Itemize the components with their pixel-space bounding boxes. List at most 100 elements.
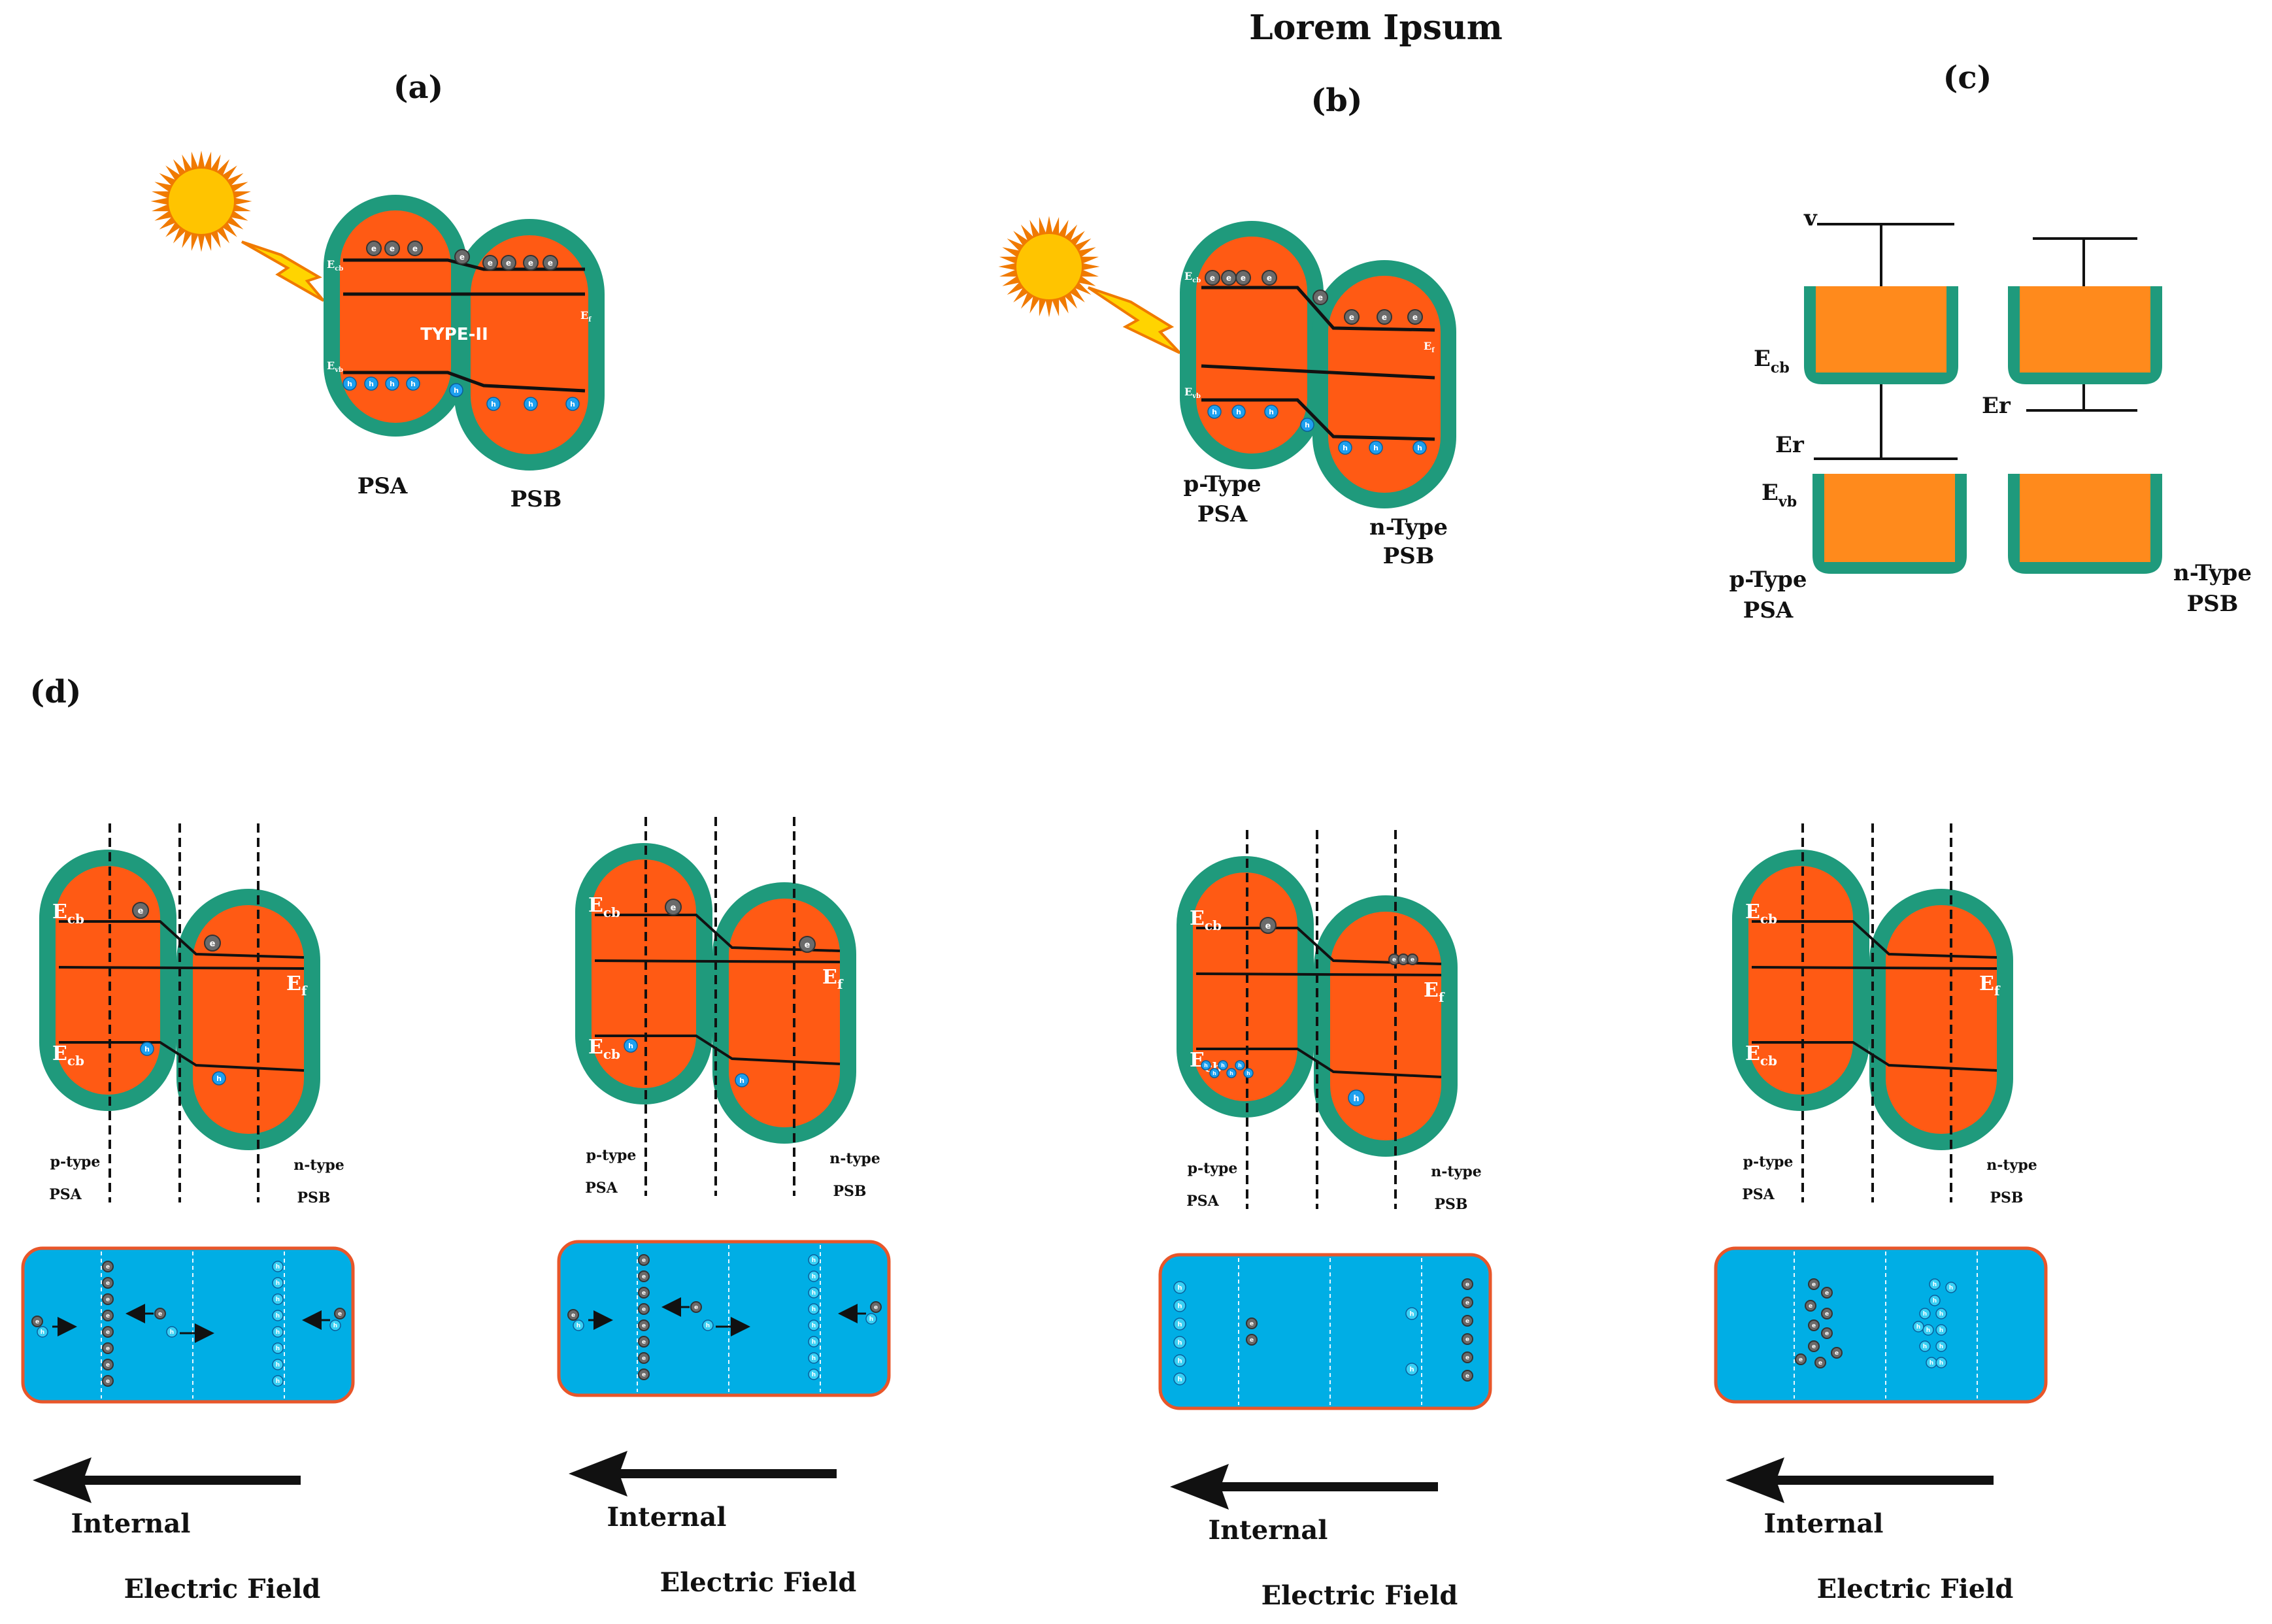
electron-dot: e xyxy=(543,255,558,271)
hole-dot: h xyxy=(808,1254,820,1266)
hole-dot: h xyxy=(1929,1278,1941,1290)
electron-dot: e xyxy=(638,1287,650,1299)
electron-dot: e xyxy=(102,1359,114,1370)
svg-text:h: h xyxy=(216,1074,222,1083)
ecb-label: Ecb xyxy=(1184,270,1201,284)
hole-dot: h xyxy=(272,1375,284,1387)
svg-text:h: h xyxy=(1238,1063,1242,1069)
hole-dot: h xyxy=(1935,1357,1947,1368)
svg-text:e: e xyxy=(1412,312,1418,322)
electron-dot: e xyxy=(102,1310,114,1321)
fermi-level-line xyxy=(58,966,305,970)
psa-label: PSA xyxy=(1742,1186,1775,1203)
svg-text:h: h xyxy=(1923,1311,1927,1317)
svg-text:e: e xyxy=(158,1311,162,1317)
fermi-level-line xyxy=(1751,966,1997,970)
svg-text:h: h xyxy=(1939,1360,1943,1367)
svg-text:e: e xyxy=(1349,312,1354,322)
svg-text:h: h xyxy=(628,1042,633,1050)
hole-dot: h xyxy=(1173,1281,1186,1294)
svg-text:e: e xyxy=(1825,1311,1829,1317)
psb-core xyxy=(1330,912,1441,1140)
electron-dot: e xyxy=(638,1303,650,1315)
svg-text:e: e xyxy=(642,1372,646,1378)
left-arrow-icon xyxy=(569,1451,837,1497)
hole-dot: h xyxy=(406,376,420,391)
svg-text:h: h xyxy=(706,1323,710,1329)
svg-text:e: e xyxy=(642,1323,646,1329)
left-arrow-icon xyxy=(1170,1464,1438,1510)
p-type-label: p-type xyxy=(50,1153,101,1170)
electron-dot: e xyxy=(638,1352,650,1364)
n-type-label: n-type xyxy=(1986,1157,2037,1174)
electron-dot: e xyxy=(1808,1340,1820,1352)
hole-dot: h xyxy=(329,1319,341,1331)
electron-dot: e xyxy=(102,1261,114,1272)
electron-dot: e xyxy=(1805,1300,1816,1312)
hole-dot: h xyxy=(1173,1317,1186,1331)
electron-dot: e xyxy=(1312,290,1328,305)
hole-dot: h xyxy=(808,1336,820,1348)
svg-text:e: e xyxy=(1210,273,1215,282)
svg-text:h: h xyxy=(276,1378,280,1385)
svg-text:e: e xyxy=(106,1346,110,1352)
electron-dot: e xyxy=(1831,1347,1843,1359)
svg-text:h: h xyxy=(276,1313,280,1319)
ecb-label: Ecb xyxy=(52,901,84,927)
svg-text:h: h xyxy=(1212,1070,1216,1076)
svg-text:e: e xyxy=(106,1329,110,1336)
hole-dot: h xyxy=(272,1261,284,1272)
svg-text:e: e xyxy=(412,244,418,253)
electron-dot: e xyxy=(1246,1317,1258,1329)
svg-text:h: h xyxy=(739,1076,744,1085)
n-type-label: n-type xyxy=(1431,1163,1481,1180)
sun-icon xyxy=(150,150,252,252)
hole-dot: h xyxy=(1369,440,1383,455)
n-type-label: n-type xyxy=(829,1150,880,1167)
electron-dot: e xyxy=(799,936,816,953)
svg-text:e: e xyxy=(106,1378,110,1385)
hole-dot: h xyxy=(808,1352,820,1364)
svg-text:h: h xyxy=(1933,1298,1937,1304)
svg-text:e: e xyxy=(1812,1323,1816,1329)
svg-text:e: e xyxy=(106,1313,110,1319)
svg-text:h: h xyxy=(1204,1063,1208,1069)
svg-text:h: h xyxy=(410,380,416,388)
hole-dot: h xyxy=(1264,405,1278,419)
svg-text:h: h xyxy=(1177,1376,1182,1384)
electron-dot: e xyxy=(366,240,382,256)
valence-band-line xyxy=(1196,1048,1442,1078)
psb-core xyxy=(1886,905,1997,1134)
svg-text:h: h xyxy=(869,1316,873,1323)
valence-band-line xyxy=(343,371,586,393)
svg-text:e: e xyxy=(571,1312,575,1319)
hole-dot: h xyxy=(808,1319,820,1331)
hole-dot: h xyxy=(272,1359,284,1370)
hole-dot: h xyxy=(735,1073,749,1087)
electron-dot: e xyxy=(1462,1315,1473,1327)
p-type-label: p-Type xyxy=(1184,471,1261,497)
svg-text:e: e xyxy=(338,1311,342,1317)
svg-text:h: h xyxy=(812,1372,816,1378)
svg-text:h: h xyxy=(454,386,459,395)
svg-text:h: h xyxy=(1177,1285,1182,1292)
svg-text:e: e xyxy=(1267,273,1272,282)
hole-dot: h xyxy=(272,1310,284,1321)
hole-dot: h xyxy=(808,1287,820,1299)
electron-dot: e xyxy=(1814,1357,1826,1368)
svg-text:e: e xyxy=(528,258,533,267)
svg-text:h: h xyxy=(1939,1311,1943,1317)
electron-dot: e xyxy=(638,1319,650,1331)
panel-b-tag: (b) xyxy=(1311,82,1363,119)
svg-text:h: h xyxy=(528,400,533,408)
sun-core xyxy=(1016,234,1082,299)
electron-dot: e xyxy=(1462,1297,1473,1308)
svg-text:e: e xyxy=(548,258,553,267)
svg-text:h: h xyxy=(1305,421,1310,429)
hole-dot: h xyxy=(573,1319,584,1331)
